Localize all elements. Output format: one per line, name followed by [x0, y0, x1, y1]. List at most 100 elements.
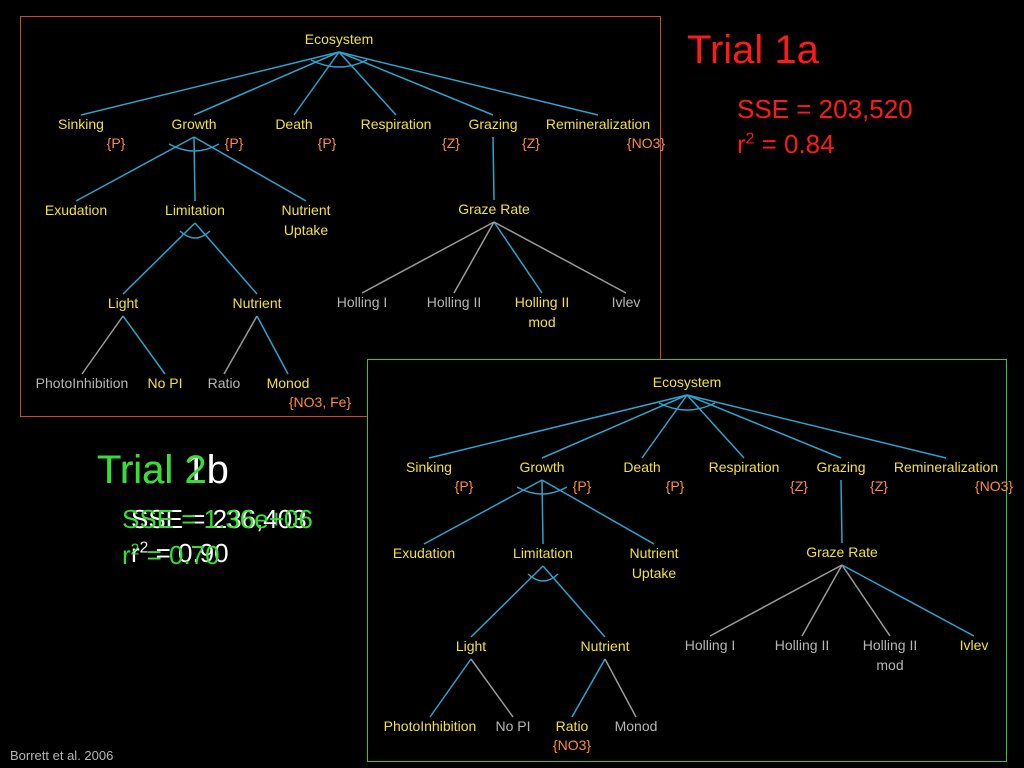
- trial-1b-sse: SSE = 236,403: [131, 504, 307, 534]
- edge-nutrient-ratio: [223, 315, 258, 375]
- node-death: Death: [623, 459, 660, 475]
- node-sinking: Sinking: [406, 459, 452, 475]
- edge-ecosystem-grazing: [338, 51, 494, 116]
- trial-2-title: Trial 2: [97, 448, 207, 492]
- edge-graze_rate-holling_2: [453, 221, 495, 294]
- edge-ecosystem-remineralization: [338, 51, 599, 116]
- tag-remineralization: {NO3}: [975, 478, 1013, 494]
- node-ecosystem: Ecosystem: [653, 374, 721, 390]
- edge-graze_rate-ivlev: [493, 221, 627, 294]
- node-photoinhibition: PhotoInhibition: [384, 718, 477, 734]
- node-nutrient: Nutrient: [232, 295, 281, 311]
- and-arc-limitation: [179, 230, 211, 239]
- and-arc-ecosystem: [310, 59, 368, 68]
- node-ratio: Ratio: [208, 375, 241, 391]
- edge-ecosystem-grazing: [686, 394, 842, 459]
- edge-limitation-light: [470, 565, 544, 638]
- node-ratio: Ratio: [556, 718, 589, 734]
- edge-ecosystem-death: [641, 394, 688, 459]
- node-limitation: Limitation: [513, 545, 573, 561]
- node-graze-rate: Graze Rate: [458, 201, 530, 217]
- tag-respiration: {Z}: [790, 478, 808, 494]
- node-nutrient: Nutrient: [580, 638, 629, 654]
- edge-ecosystem-death: [293, 51, 340, 116]
- tag-sinking: {P}: [107, 135, 126, 151]
- trial-1b-title: Trial 1b: [97, 448, 229, 492]
- node-monod: Monod: [267, 375, 310, 391]
- node-no-pi: No PI: [147, 375, 182, 391]
- node-light: Light: [108, 295, 138, 311]
- node-remineralization: Remineralization: [894, 459, 998, 475]
- edge-limitation-nutrient: [542, 565, 606, 638]
- node-photoinhibition: PhotoInhibition: [36, 375, 129, 391]
- node-grazing: Grazing: [816, 459, 865, 475]
- and-arc-limitation: [527, 573, 559, 582]
- node-monod: Monod: [615, 718, 658, 734]
- tag-sinking: {P}: [455, 478, 474, 494]
- node-holling-1: Holling I: [337, 294, 388, 310]
- node-limitation: Limitation: [165, 202, 225, 218]
- trial-2-r2: r2 = 0.70: [122, 540, 220, 570]
- tag-ratio: {NO3}: [553, 737, 591, 753]
- tag-death: {P}: [318, 135, 337, 151]
- edge-growth-limitation: [193, 136, 196, 202]
- tag-remineralization: {NO3}: [627, 135, 665, 151]
- tag-growth: {P}: [225, 135, 244, 151]
- node-no-pi: No PI: [495, 718, 530, 734]
- edge-growth-nutrient_uptake: [541, 479, 655, 545]
- node-remineralization: Remineralization: [546, 116, 650, 132]
- node-exudation: Exudation: [45, 202, 107, 218]
- node-ivlev: Ivlev: [612, 294, 641, 310]
- edge-limitation-light: [122, 222, 196, 295]
- node-respiration: Respiration: [709, 459, 780, 475]
- edge-nutrient-monod: [256, 315, 289, 375]
- node-death: Death: [275, 116, 312, 132]
- node-holling-1: Holling I: [685, 637, 736, 653]
- node-grazing: Grazing: [468, 116, 517, 132]
- edge-ecosystem-respiration: [338, 51, 397, 116]
- node-holling-2: Holling II: [427, 294, 481, 310]
- node-ecosystem: Ecosystem: [305, 31, 373, 47]
- tree-graph-b: EcosystemSinking{P}Growth{P}Death{P}Resp…: [384, 374, 1014, 753]
- trial-2-sse: SSE = 1.36e+06: [122, 504, 313, 534]
- edge-light-no_pi: [470, 658, 514, 718]
- edge-light-photoinhibition: [81, 315, 124, 375]
- node-ivlev: Ivlev: [960, 637, 989, 653]
- node-exudation: Exudation: [393, 545, 455, 561]
- edge-limitation-nutrient: [194, 222, 258, 295]
- edge-graze_rate-holling_1: [709, 564, 843, 637]
- node-light: Light: [456, 638, 486, 654]
- edge-growth-exudation: [423, 479, 543, 545]
- edge-growth-nutrient_uptake: [193, 136, 307, 202]
- tag-death: {P}: [666, 478, 685, 494]
- edge-graze_rate-holling_2_mod: [841, 564, 891, 637]
- tag-growth: {P}: [573, 478, 592, 494]
- edge-ecosystem-remineralization: [686, 394, 947, 459]
- edge-graze_rate-holling_2_mod: [493, 221, 543, 294]
- citation: Borrett et al. 2006: [10, 748, 114, 763]
- edge-nutrient-monod: [604, 658, 637, 718]
- trial-1a-sse: SSE = 203,520: [737, 94, 913, 124]
- trial-1a-title: Trial 1a: [687, 28, 819, 72]
- trial-1a-r2: r2 = 0.84: [737, 129, 835, 159]
- node-growth: Growth: [519, 459, 564, 475]
- edge-light-photoinhibition: [429, 658, 472, 718]
- tag-grazing: {Z}: [870, 478, 888, 494]
- edge-graze_rate-ivlev: [841, 564, 975, 637]
- edge-ecosystem-respiration: [686, 394, 745, 459]
- and-arc-ecosystem: [658, 402, 716, 411]
- edge-graze_rate-holling_1: [361, 221, 495, 294]
- node-sinking: Sinking: [58, 116, 104, 132]
- edge-graze_rate-holling_2: [801, 564, 843, 637]
- node-graze-rate: Graze Rate: [806, 544, 878, 560]
- edge-ecosystem-sinking: [80, 51, 340, 116]
- node-holling-2: Holling II: [775, 637, 829, 653]
- edge-ecosystem-sinking: [428, 394, 688, 459]
- tag-monod: {NO3, Fe}: [289, 394, 352, 410]
- edge-nutrient-ratio: [571, 658, 606, 718]
